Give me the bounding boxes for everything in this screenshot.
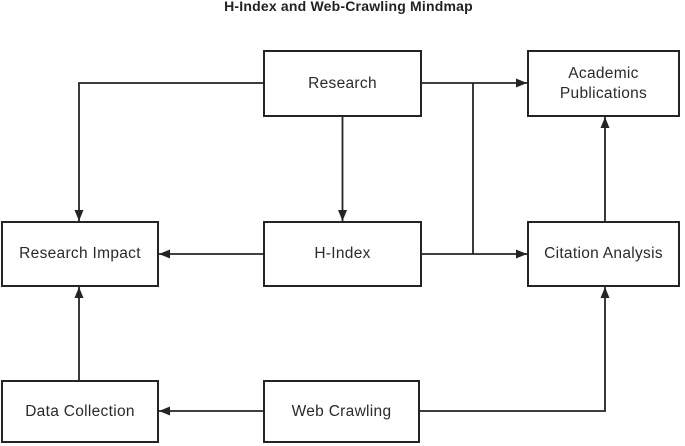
node-academic-publications: Academic Publications [527,50,680,117]
node-data-collection-label: Data Collection [25,402,135,420]
node-research: Research [263,50,422,117]
node-academic-publications-label: Academic Publications [559,65,648,102]
edge-web-crawling-to-citation-analysis [420,287,610,412]
node-web-crawling-label: Web Crawling [291,402,392,420]
diagram-title: H-Index and Web-Crawling Mindmap [224,0,473,14]
node-h-index-label: H-Index [314,245,371,263]
node-research-impact: Research Impact [1,221,159,287]
node-research-label: Research [308,74,377,92]
node-web-crawling: Web Crawling [263,380,420,443]
node-citation-analysis-label: Citation Analysis [544,245,663,263]
node-research-impact-label: Research Impact [19,245,141,263]
node-data-collection: Data Collection [1,380,159,443]
node-h-index: H-Index [263,221,422,287]
edge-research-to-research-impact [74,82,263,221]
node-citation-analysis: Citation Analysis [527,221,680,287]
